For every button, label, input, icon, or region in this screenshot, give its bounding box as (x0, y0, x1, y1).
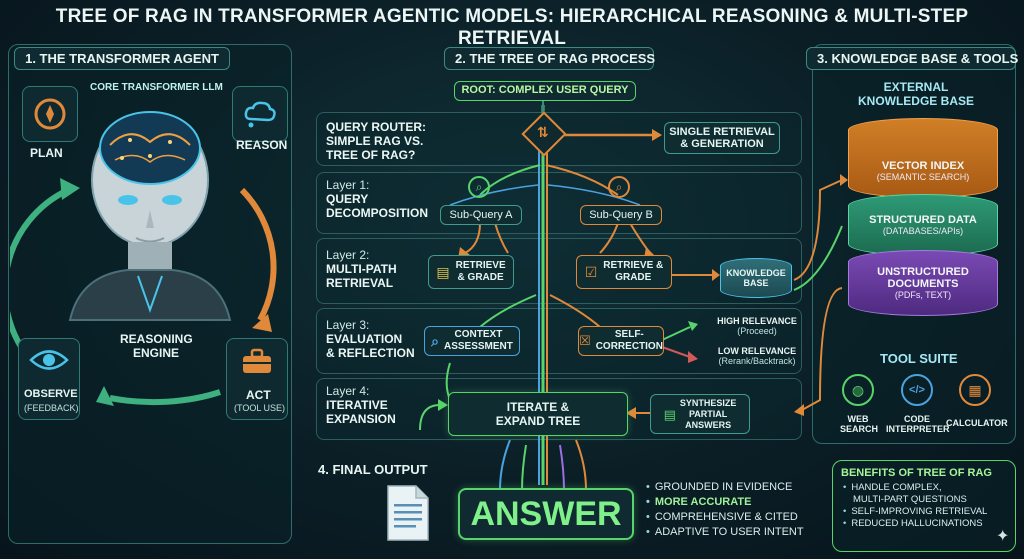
calculator-label: CALCULATOR (946, 418, 1008, 428)
iterate-expand-box: ITERATE &EXPAND TREE (448, 392, 628, 436)
cycle-arrow-bottom (109, 389, 221, 406)
act-sub-label: (TOOL USE) (234, 403, 286, 413)
observe-icon-box (18, 338, 80, 420)
search-icon-a: ⌕ (468, 176, 490, 198)
plan-icon-box (22, 86, 78, 142)
magnifier-icon: ⌕ (431, 333, 439, 349)
engine-label-2: ENGINE (133, 346, 180, 360)
core-llm-label: CORE TRANSFORMER LLM (90, 82, 223, 93)
low-relevance-label: LOW RELEVANCE (Rerank/Backtrack) (717, 346, 797, 366)
router-label: QUERY ROUTER:SIMPLE RAG VS.TREE OF RAG? (326, 120, 427, 162)
benefit-item: SELF-IMPROVING RETRIEVAL (843, 506, 1015, 518)
benefits-panel: BENEFITS OF TREE OF RAG HANDLE COMPLEX,M… (832, 460, 1016, 552)
final-output-heading: 4. FINAL OUTPUT (318, 462, 428, 477)
benefit-item: REDUCED HALLUCINATIONS (843, 518, 1015, 530)
search-icon-b: ⌕ (608, 176, 630, 198)
thought-cloud-icon (244, 101, 276, 128)
observe-label: OBSERVE (24, 388, 78, 400)
high-relevance-label: HIGH RELEVANCE (Proceed) (717, 316, 797, 336)
quality-item: MORE ACCURATE (646, 495, 804, 510)
checklist-icon: ☑ (584, 264, 598, 280)
engine-label-1: REASONING (120, 332, 193, 346)
act-icon-box (226, 338, 288, 420)
router-split-icon: ⇅ (537, 124, 549, 140)
act-label: ACT (246, 388, 271, 402)
document-icon: ▤ (436, 264, 450, 280)
brain-shape (99, 111, 201, 185)
single-retrieval-box: SINGLE RETRIEVAL& GENERATION (664, 122, 780, 154)
quality-item: ADAPTIVE TO USER INTENT (646, 525, 804, 540)
toolbox-icon (243, 348, 271, 373)
globe-icon: ◍ (842, 374, 874, 406)
benefit-item: HANDLE COMPLEX,MULTI-PART QUESTIONS (843, 482, 1015, 506)
reason-icon-box (232, 86, 288, 142)
self-correction-box: ☒ SELF-CORRECTION (578, 326, 664, 356)
code-icon: </> (901, 374, 933, 406)
tool-suite-title: TOOL SUITE (880, 351, 958, 366)
eye-icon (29, 350, 69, 370)
process-heading: 2. THE TREE OF RAG PROCESS (444, 47, 655, 70)
subquery-a-box: Sub-Query A (440, 205, 522, 225)
reason-label: REASON (236, 138, 288, 152)
answer-qualities-list: GROUNDED IN EVIDENCE MORE ACCURATE COMPR… (646, 480, 804, 540)
root-query-box: ROOT: COMPLEX USER QUERY (454, 81, 636, 101)
agent-heading: 1. THE TRANSFORMER AGENT (14, 47, 230, 70)
answer-box: ANSWER (458, 488, 634, 540)
compass-icon (34, 98, 66, 130)
document-icon-large (387, 485, 429, 541)
subquery-b-box: Sub-Query B (580, 205, 662, 225)
kb-heading: 3. KNOWLEDGE BASE & TOOLS (806, 47, 1018, 70)
page-title: TREE OF RAG IN TRANSFORMER AGENTIC MODEL… (55, 6, 969, 49)
sparkle-icon: ✦ (996, 528, 1010, 545)
layer3-label: Layer 3:EVALUATION& REFLECTION (326, 318, 415, 360)
kb-connectors (793, 174, 848, 416)
observe-sub-label: (FEEDBACK) (24, 403, 79, 413)
layer3-row (316, 308, 802, 374)
calculator-icon: ▦ (959, 374, 991, 406)
retrieve-b-box: ☑ RETRIEVE &GRADE (576, 255, 672, 289)
notes-icon: ▤ (663, 406, 676, 422)
vector-index-cylinder: VECTOR INDEX(SEMANTIC SEARCH) (848, 118, 998, 198)
plan-label: PLAN (30, 146, 63, 160)
layer1-row (316, 172, 802, 234)
cycle-arrow-right (239, 187, 277, 322)
structured-data-cylinder: STRUCTURED DATA(DATABASES/APIs) (848, 194, 998, 256)
retrieve-a-box: ▤ RETRIEVE& GRADE (428, 255, 514, 289)
benefits-title: BENEFITS OF TREE OF RAG (841, 467, 992, 479)
quality-item: GROUNDED IN EVIDENCE (646, 480, 804, 495)
quality-item: COMPREHENSIVE & CITED (646, 510, 804, 525)
edit-check-icon: ☒ (579, 333, 591, 348)
